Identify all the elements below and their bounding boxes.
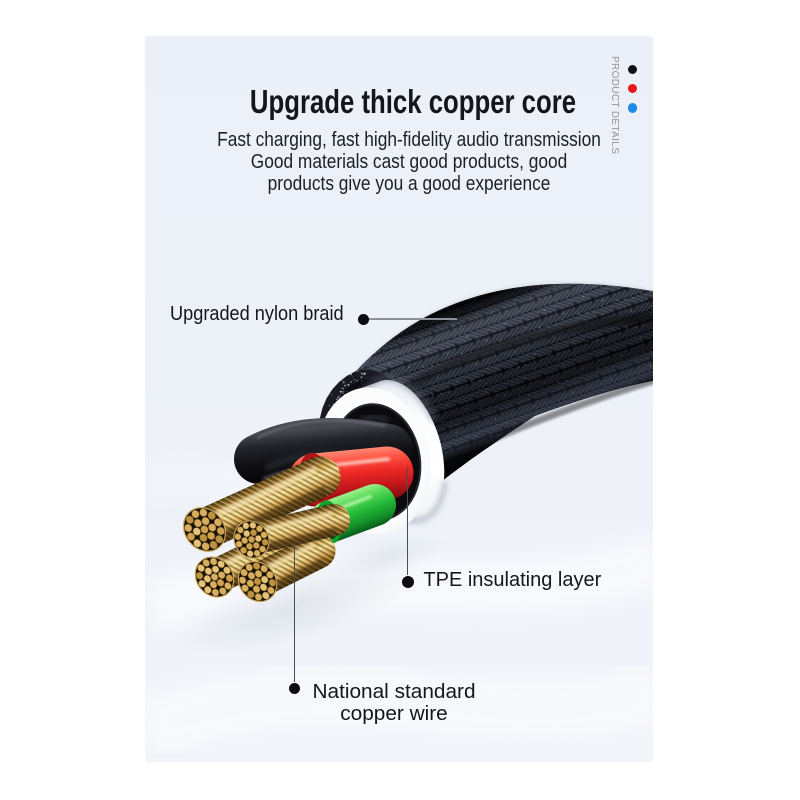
cable-illustration bbox=[145, 281, 653, 759]
callout-label-copper-line-2: copper wire bbox=[339, 702, 448, 725]
callout-line-copper bbox=[293, 543, 296, 682]
page-title: Upgrade thick copper core bbox=[249, 83, 577, 120]
callout-line-nylon-braid bbox=[369, 318, 457, 320]
side-banner-label: PRODUCT DETAILS bbox=[609, 56, 620, 155]
nylon-braid-layer bbox=[356, 281, 653, 506]
content-panel bbox=[145, 36, 653, 762]
copper-strands bbox=[183, 456, 350, 603]
subtitle-line-1: Fast charging, fast high-fidelity audio … bbox=[217, 129, 601, 151]
subtitle-line-3: products give you a good experience bbox=[267, 173, 551, 195]
subtitle: Fast charging, fast high-fidelity audio … bbox=[54, 129, 763, 195]
callout-dot-nylon-braid bbox=[358, 314, 370, 325]
callout-line-tpe bbox=[407, 467, 409, 575]
side-banner-dot-black bbox=[627, 64, 638, 74]
subtitle-line-2: Good materials cast good products, good bbox=[250, 151, 568, 173]
callout-dot-tpe bbox=[402, 575, 415, 588]
side-banner-dot-blue bbox=[627, 103, 638, 113]
callout-label-nylon-braid: Upgraded nylon braid bbox=[170, 302, 344, 325]
callout-label-tpe: TPE insulating layer bbox=[423, 568, 602, 591]
callout-label-copper: National standard copper wire bbox=[279, 681, 508, 725]
callout-label-copper-line-1: National standard bbox=[311, 680, 476, 703]
side-banner-dot-red bbox=[627, 84, 638, 94]
cable-shadow bbox=[170, 534, 449, 657]
callout-dot-copper bbox=[289, 682, 301, 694]
